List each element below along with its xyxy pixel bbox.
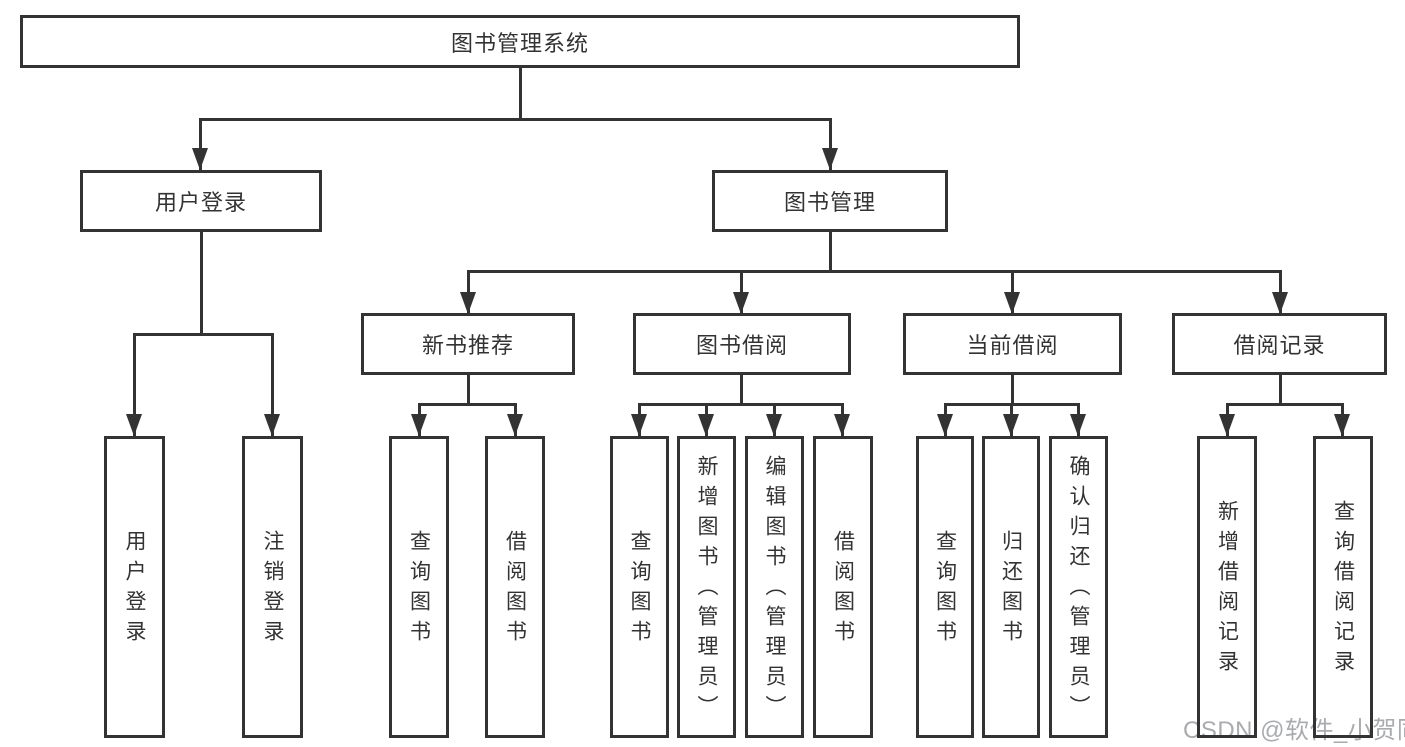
connector-bborrow-stem [740,375,743,405]
connector-newbooks-stem [467,375,470,405]
arrowhead-bb-borrow [834,414,850,436]
arrowhead-ul-login [126,414,142,436]
leaf-records-add-borrow-record: 新增借阅记录 [1197,436,1257,738]
leaf-newbooks-query-books: 查询图书 [389,436,449,738]
arrowhead-book-mgmt [822,148,838,170]
connector-drop-ul-logout [271,333,274,436]
connector-brecords-stem [1279,375,1282,405]
node-library-management-system: 图书管理系统 [20,15,1020,68]
connector-bmgmt-rail [468,270,1282,273]
arrowhead-bborrow [733,292,749,314]
connector-bmgmt-stem [829,232,832,273]
node-current-borrowing: 当前借阅 [903,313,1122,375]
node-borrow-records: 借阅记录 [1172,313,1387,375]
leaf-borrowing-borrow-books: 借阅图书 [813,436,873,738]
leaf-borrowing-query-books: 查询图书 [610,436,669,738]
arrowhead-user-login [192,148,208,170]
connector-root-rail [199,118,831,121]
node-book-management: 图书管理 [712,170,948,232]
connector-root-stem [519,68,522,121]
connector-drop-user-login [199,118,202,170]
connector-cborrow-stem [1011,375,1014,405]
node-user-login: 用户登录 [80,170,322,232]
leaf-current-return-books: 归还图书 [982,436,1040,738]
arrowhead-nb-borrow [507,414,523,436]
connector-drop-ul-login [133,333,136,436]
connector-ulogin-rail [133,333,274,336]
leaf-logout: 注销登录 [242,436,303,738]
leaf-records-query-borrow-record: 查询借阅记录 [1313,436,1373,738]
arrowhead-cb-return [1003,414,1019,436]
leaf-borrowing-add-books-admin: 新增图书（管理员） [677,436,736,738]
arrowhead-ul-logout [264,414,280,436]
arrowhead-cb-confirm [1070,414,1086,436]
leaf-newbooks-borrow-books: 借阅图书 [485,436,545,738]
connector-ulogin-stem [200,232,203,336]
leaf-current-confirm-return-admin: 确认归还（管理员） [1049,436,1108,738]
connector-newbooks-rail [418,403,517,406]
connector-bborrow-rail [638,403,844,406]
arrowhead-bb-query [631,414,647,436]
arrowhead-brecords [1272,292,1288,314]
leaf-user-login: 用户登录 [104,436,165,738]
arrowhead-newbooks [460,292,476,314]
node-new-book-recommend: 新书推荐 [361,313,575,375]
arrowhead-br-add [1219,414,1235,436]
arrowhead-bb-add [698,414,714,436]
connector-drop-book-mgmt [829,118,832,170]
node-book-borrowing: 图书借阅 [633,313,851,375]
arrowhead-nb-query [411,414,427,436]
leaf-current-query-books: 查询图书 [916,436,974,738]
arrowhead-bb-edit [766,414,782,436]
leaf-borrowing-edit-books-admin: 编辑图书（管理员） [745,436,804,738]
arrowhead-cborrow [1004,292,1020,314]
csdn-watermark: CSDN @软件_小贺同学 [1183,717,1405,744]
connector-brecords-rail [1226,403,1344,406]
arrowhead-cb-query [937,414,953,436]
arrowhead-br-query [1334,414,1350,436]
